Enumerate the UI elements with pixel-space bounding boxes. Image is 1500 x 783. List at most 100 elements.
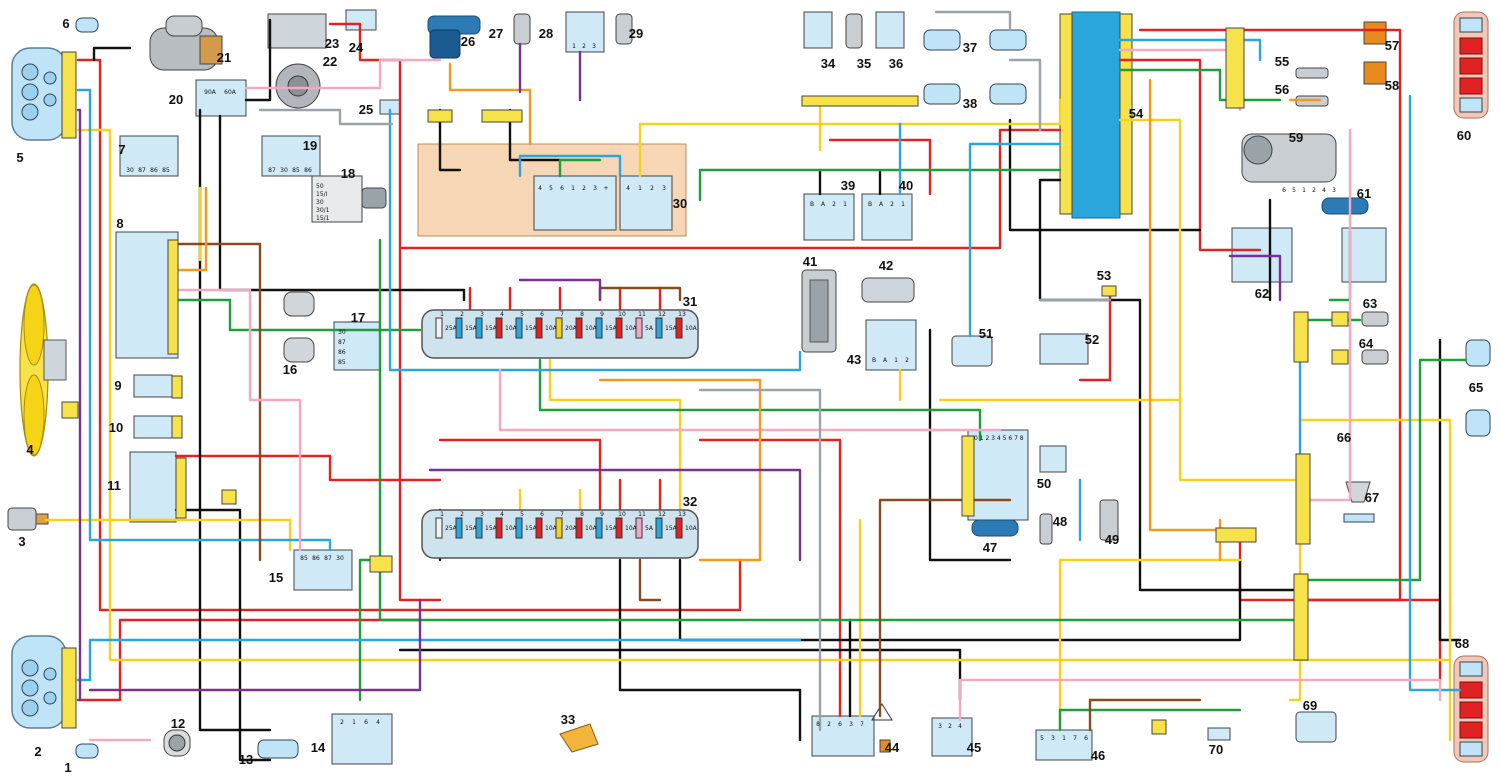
sensor-35	[845, 13, 863, 49]
component-number-60: 60	[1457, 128, 1471, 143]
fuse-rating: 25A	[445, 325, 458, 332]
unit-45	[931, 717, 973, 757]
pin-label: 4	[538, 185, 542, 192]
fuse-slot-number: 8	[580, 511, 584, 518]
fuse-rating: 15A	[465, 525, 478, 532]
component-number-53: 53	[1097, 268, 1111, 283]
pin-label: 30	[338, 329, 346, 336]
fuse-10	[615, 317, 623, 339]
component-number-24: 24	[349, 40, 364, 55]
component-number-16: 16	[283, 362, 297, 377]
component-number-25: 25	[359, 102, 373, 117]
pin-label: 2	[948, 723, 952, 730]
component-number-63: 63	[1363, 296, 1377, 311]
fuse-rating: 15A	[665, 325, 678, 332]
component-number-45: 45	[967, 740, 981, 755]
component-number-3: 3	[18, 534, 25, 549]
component-number-65: 65	[1469, 380, 1483, 395]
pin-label: 30/1	[316, 207, 330, 214]
pin-label: 85	[292, 167, 300, 174]
fuse-slot-number: 2	[460, 511, 464, 518]
wiper-motor-59	[1241, 133, 1337, 183]
pin-label: 87	[268, 167, 276, 174]
lamp-69	[1295, 711, 1337, 743]
component-number-41: 41	[803, 254, 817, 269]
fuse-10	[615, 517, 623, 539]
component-number-30: 30	[673, 196, 687, 211]
pin-label: +	[603, 185, 608, 192]
component-number-46: 46	[1091, 748, 1105, 763]
lamp-1	[75, 743, 99, 759]
component-number-29: 29	[629, 26, 643, 41]
switch-40	[861, 193, 913, 241]
fuse-rating: 5A	[645, 525, 654, 532]
fuse-rating: 15A	[485, 325, 498, 332]
fuse-rating: 10A	[685, 325, 698, 332]
horn-16-a	[283, 291, 315, 317]
unit-50	[1039, 445, 1067, 473]
lamp-37-b	[989, 29, 1027, 51]
fuse-slot-number: 3	[480, 511, 484, 518]
fuse-block-20	[195, 79, 247, 117]
fuse-9	[595, 517, 603, 539]
pin-label: 4	[626, 185, 630, 192]
component-number-5: 5	[16, 150, 23, 165]
fuse-6	[535, 517, 543, 539]
pin-label: 87	[324, 555, 332, 562]
fuse-11	[635, 517, 643, 539]
pin-label: 2	[650, 185, 654, 192]
component-number-42: 42	[879, 258, 893, 273]
generator-22	[275, 63, 321, 109]
lamp-65-b	[1465, 409, 1491, 437]
fuse-rating: 5A	[645, 325, 654, 332]
connector-block-54	[1071, 11, 1121, 219]
fuse-rating: 15A	[605, 525, 618, 532]
component-number-15: 15	[269, 570, 283, 585]
fuse-rating: 10A	[505, 325, 518, 332]
pin-label: 30	[280, 167, 288, 174]
fuse-4	[495, 517, 503, 539]
fuse-slot-number: 6	[540, 311, 544, 318]
pin-label: A	[879, 201, 884, 208]
component-number-49: 49	[1105, 532, 1119, 547]
switch-10	[133, 415, 173, 439]
fuse-slot-number: 6	[540, 511, 544, 518]
temp-sensor-3	[7, 507, 49, 531]
component-number-9: 9	[114, 378, 121, 393]
fuse-rating: 10A	[505, 525, 518, 532]
pin-label: B	[868, 201, 872, 208]
pin-label: 5	[1292, 187, 1296, 194]
relay-19	[261, 135, 321, 177]
horn-12	[163, 729, 191, 757]
fuse-slot-number: 11	[638, 511, 646, 518]
fuse-5	[515, 517, 523, 539]
component-number-58: 58	[1385, 78, 1399, 93]
pin-label: 6	[1084, 735, 1088, 742]
fuse-rating: 10A	[625, 525, 638, 532]
stalk-61	[1321, 197, 1369, 215]
component-number-31: 31	[683, 294, 697, 309]
switch-46	[967, 429, 1029, 521]
pin-label: 1	[638, 185, 642, 192]
pin-label: 2	[1312, 187, 1316, 194]
stalk-47	[971, 519, 1019, 537]
component-number-64: 64	[1359, 336, 1374, 351]
unit-14	[331, 713, 393, 765]
pin-label: 2	[340, 719, 344, 726]
lamp-65-a	[1465, 339, 1491, 367]
sensor-29	[615, 13, 633, 45]
lamp-13	[257, 739, 299, 759]
fuse-box-32: 25A115A215A310A415A510A620A710A815A910A1…	[421, 509, 699, 559]
relay-7	[119, 135, 179, 177]
component-number-43: 43	[847, 352, 861, 367]
switch-9	[133, 374, 173, 398]
headlight-5	[11, 47, 67, 141]
pin-label: 2	[905, 357, 909, 364]
